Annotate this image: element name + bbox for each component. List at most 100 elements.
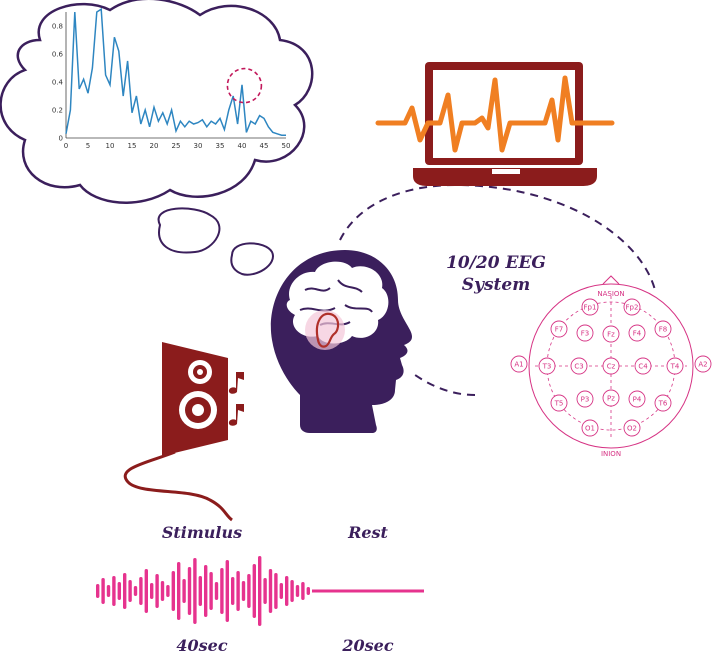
x-tick-label: 30 [194, 142, 203, 150]
waveform-bar [150, 583, 154, 599]
x-tick-label: 20 [150, 142, 159, 150]
electrode-label-p3: P3 [581, 396, 590, 404]
music-note-icon [228, 372, 244, 426]
waveform-bar [177, 562, 181, 620]
electrode-label-f8: F8 [659, 326, 667, 334]
x-tick-label: 40 [238, 142, 247, 150]
electrode-label-f7: F7 [555, 326, 563, 334]
electrode-label-pz: Pz [607, 395, 615, 403]
y-tick-label: 0.2 [52, 107, 63, 115]
y-tick-label: 0.4 [52, 79, 64, 87]
electrode-c4 [634, 357, 652, 375]
waveform-bar [247, 574, 251, 608]
electrode-pz [602, 389, 620, 407]
waveform-bar [258, 556, 262, 626]
x-tick-label: 0 [64, 142, 68, 150]
waveform-bar [252, 564, 256, 618]
electrode-label-t5: T5 [554, 400, 564, 408]
waveform-bar [123, 573, 127, 609]
peak-highlight-circle [226, 67, 263, 104]
waveform-bar [171, 571, 175, 611]
waveform-bar [295, 585, 300, 597]
ear-icon [315, 312, 340, 348]
stimulus-duration-label: 40sec [176, 636, 227, 655]
waveform-bar [306, 587, 310, 595]
waveform-bar [231, 577, 235, 605]
waveform-bar [112, 576, 116, 606]
head-icon [270, 250, 412, 433]
electrode-f3 [576, 324, 594, 342]
electrode-label-cz: Cz [607, 363, 616, 371]
waveform-bar [187, 567, 192, 615]
electrode-a1 [510, 355, 528, 373]
electrode-label-o2: O2 [627, 425, 637, 433]
electrode-label-fp1: Fp1 [584, 304, 597, 312]
electrode-o2 [623, 419, 641, 437]
eeg-system-title-line2: System [462, 275, 530, 295]
electrode-fp1 [581, 298, 599, 316]
speaker-icon [123, 342, 233, 522]
x-tick-label: 45 [260, 142, 269, 150]
waveform-bar [166, 585, 170, 597]
waveform-bar [182, 579, 186, 603]
x-tick-label: 15 [128, 142, 137, 150]
waveform-bar [301, 582, 305, 600]
rest-label: Rest [347, 523, 388, 542]
electrode-label-a2: A2 [698, 361, 707, 369]
waveform-bar [285, 576, 289, 606]
y-tick-label: 0.6 [52, 51, 64, 59]
waveform-bar [139, 577, 143, 605]
y-tick-label: 0.8 [52, 23, 63, 31]
x-tick-label: 10 [106, 142, 115, 150]
waveform-bar [106, 585, 111, 597]
electrode-f8 [654, 320, 672, 338]
stimulus-label: Stimulus [162, 523, 242, 542]
stimulus-audio-waveform [96, 556, 310, 626]
waveform-bar [198, 576, 202, 606]
electrode-p4 [628, 390, 646, 408]
electrode-t6 [654, 394, 672, 412]
eeg-system-title-line1: 10/20 EEG [446, 253, 546, 273]
electrode-c3 [570, 357, 588, 375]
x-tick-label: 35 [216, 142, 225, 150]
electrode-label-f3: F3 [581, 330, 589, 338]
electrode-o1 [581, 419, 599, 437]
electrode-label-fz: Fz [607, 331, 615, 339]
thought-bubble-small [230, 242, 274, 276]
electrode-label-f4: F4 [633, 330, 642, 338]
waveform-bar [290, 580, 294, 602]
nasion-label: NASION [597, 290, 624, 298]
waveform-bar [204, 565, 208, 617]
electrode-t3 [538, 357, 556, 375]
waveform-bar [117, 582, 121, 600]
waveform-bar [133, 586, 138, 596]
waveform-bar [214, 582, 219, 600]
electrode-t5 [550, 394, 568, 412]
electrode-label-t4: T4 [670, 363, 680, 371]
y-tick-label: 0 [59, 135, 63, 143]
waveform-bar [241, 581, 246, 601]
waveform-bar [193, 558, 197, 624]
waveform-bar [128, 580, 132, 602]
electrode-cz [602, 357, 620, 375]
electrode-fp2 [623, 298, 641, 316]
electrode-label-o1: O1 [585, 425, 595, 433]
waveform-bar [268, 569, 273, 613]
x-tick-label: 25 [172, 142, 181, 150]
electrode-label-c4: C4 [638, 363, 648, 371]
electrode-label-a1: A1 [514, 361, 523, 369]
rest-duration-label: 20sec [341, 636, 393, 655]
waveform-bar [155, 574, 159, 608]
series-line [65, 7, 286, 136]
inion-label: INION [601, 450, 621, 458]
x-tick-label: 50 [282, 142, 291, 150]
electrode-label-p4: P4 [633, 396, 642, 404]
waveform-bar [263, 578, 267, 604]
electrode-label-t3: T3 [542, 363, 552, 371]
waveform-bar [144, 569, 148, 613]
